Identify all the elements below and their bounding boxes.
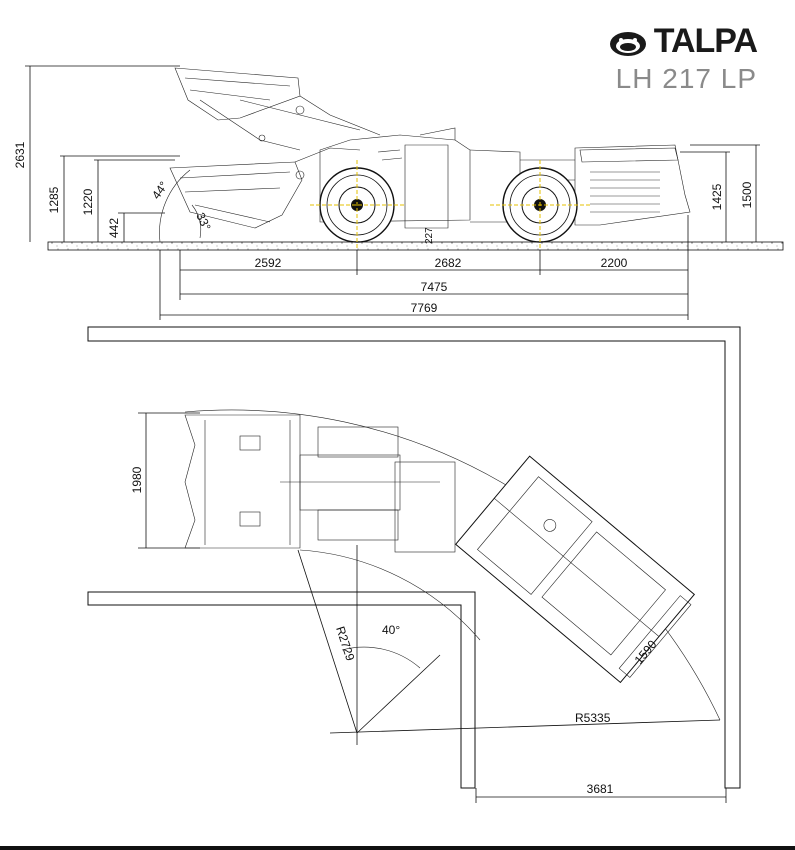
radius-outer: R5335 [575, 711, 611, 725]
length-2200: 2200 [601, 256, 628, 270]
height-2631: 2631 [13, 141, 27, 168]
model-name: LH 217 LP [615, 63, 757, 94]
rear-engine-grille [590, 171, 660, 213]
bottom-rule [0, 846, 795, 850]
tunnel-width-3681: 3681 [587, 782, 614, 796]
height-1285: 1285 [47, 186, 61, 213]
left-height-dims [25, 65, 180, 242]
outer-turning-arc [184, 409, 721, 721]
radius-inner: R2729 [333, 625, 357, 663]
inner-turning-arc [299, 549, 481, 641]
articulation-arc [341, 646, 421, 669]
top-rear-module [454, 455, 696, 684]
raised-bucket [174, 67, 381, 151]
rollback-arc [159, 169, 191, 243]
radius-lines [297, 545, 721, 745]
length-7475: 7475 [421, 280, 448, 294]
angle-44: 44° [149, 179, 171, 202]
ground-clearance: 227 [424, 227, 435, 244]
length-dims [159, 215, 689, 320]
inner-wall [87, 591, 476, 789]
width-dim [138, 412, 200, 549]
top-front-frame [184, 414, 456, 553]
dump-arc [191, 204, 202, 239]
width-1980: 1980 [130, 466, 144, 493]
height-1220: 1220 [81, 188, 95, 215]
ground-slab [47, 241, 784, 251]
length-2682: 2682 [435, 256, 462, 270]
articulation-angle: 40° [382, 623, 400, 637]
height-442: 442 [107, 218, 121, 238]
height-1425: 1425 [710, 183, 724, 210]
brand-name: TALPA [653, 22, 758, 60]
length-2592: 2592 [255, 256, 282, 270]
brand-block: TALPA LH 217 LP [608, 22, 758, 95]
right-height-dims [680, 144, 760, 242]
height-1500: 1500 [740, 181, 754, 208]
axle-centerlines [310, 160, 590, 250]
talpa-mole-logo [609, 31, 646, 56]
top-view: R2729 R5335 40° 1980 [87, 326, 741, 803]
side-view: 2631 1285 1220 442 44° 33° [13, 65, 784, 320]
outer-wall [87, 326, 741, 789]
lowered-bucket [169, 147, 361, 229]
tunnel-width-dim [475, 788, 727, 803]
length-7769: 7769 [411, 301, 438, 315]
